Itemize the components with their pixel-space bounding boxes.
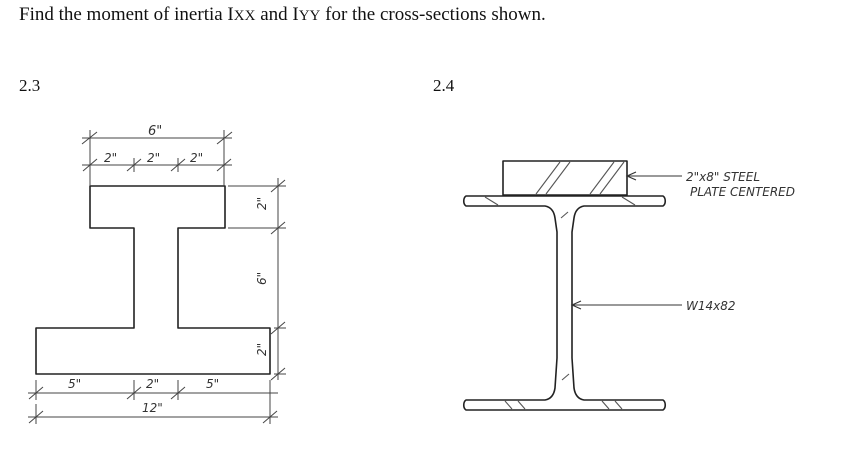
dim-bottom-seg-3: 5" <box>206 377 219 391</box>
subscript-yy: YY <box>298 8 321 24</box>
plate-note-line-2: PLATE CENTERED <box>690 185 795 199</box>
steel-plate <box>502 160 628 196</box>
top-flange <box>462 195 667 411</box>
problem-text-2: and I <box>255 4 299 25</box>
plate-note-line-1: 2"x8" STEEL <box>686 170 760 184</box>
problem-text-3: for the cross-sections shown. <box>320 4 546 25</box>
problem-statement: Find the moment of inertia IXX and IYY f… <box>19 4 546 26</box>
dim-top-seg-2: 2" <box>147 151 160 165</box>
dim-bottom-total: 12" <box>142 401 163 415</box>
beam-note: W14x82 <box>686 299 736 313</box>
dim-right-bottom: 2" <box>255 343 269 356</box>
subscript-xx: XX <box>233 8 256 24</box>
dim-bottom-seg-2: 2" <box>146 377 159 391</box>
figure-number-2-4: 2.4 <box>433 76 455 95</box>
i-section-outline <box>35 185 271 375</box>
dim-right-web: 6" <box>255 272 269 285</box>
dim-bottom-seg-1: 5" <box>68 377 81 391</box>
dim-top-seg-3: 2" <box>190 151 203 165</box>
dim-top-seg-1: 2" <box>104 151 117 165</box>
figure-number-2-3: 2.3 <box>19 76 41 95</box>
dim-right-flange: 2" <box>255 197 269 210</box>
dim-top-total: 6" <box>148 124 162 139</box>
problem-text-1: Find the moment of inertia I <box>19 4 234 25</box>
